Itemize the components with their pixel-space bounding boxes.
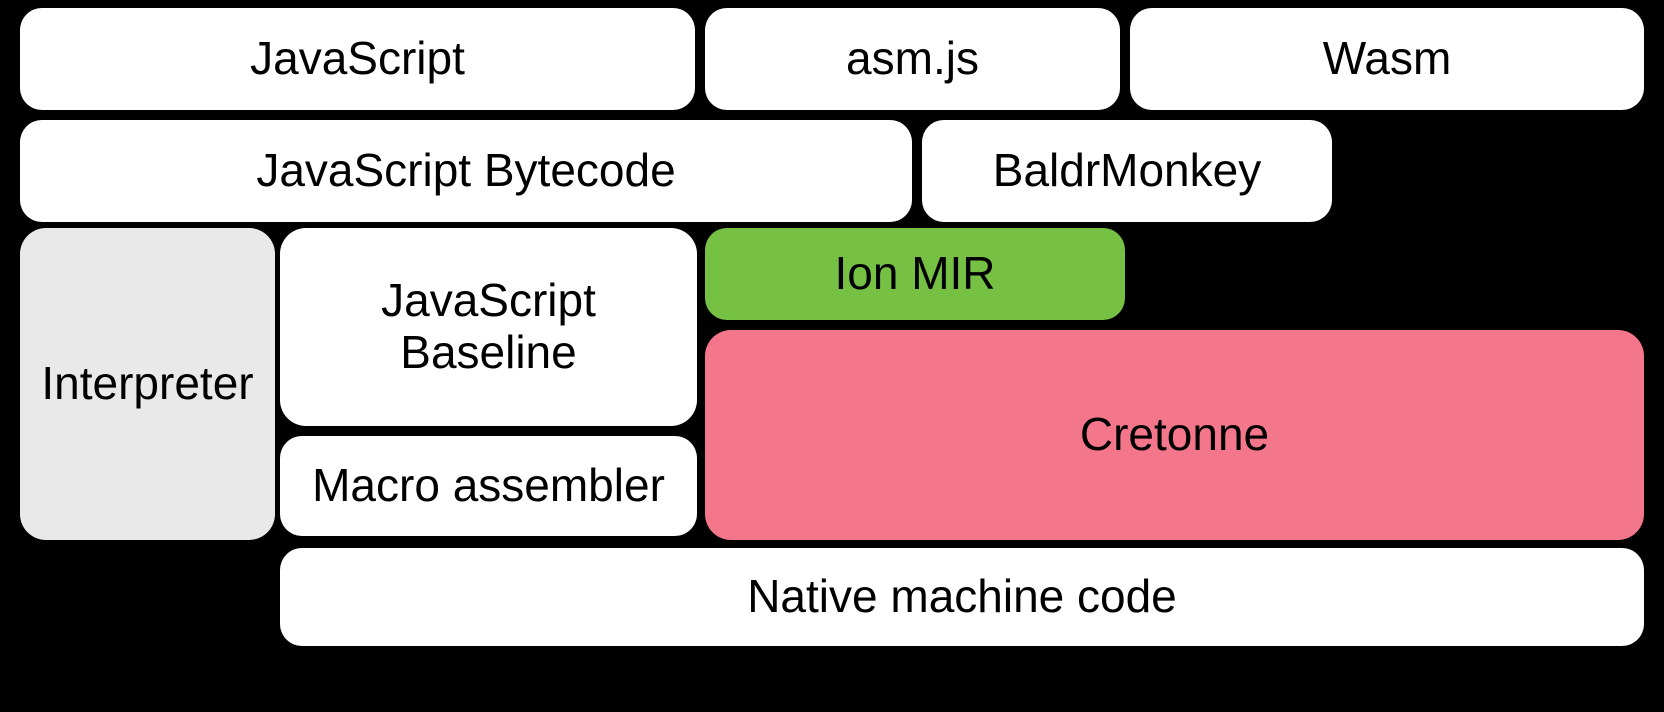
box-cretonne: Cretonne: [705, 330, 1644, 540]
box-interpreter: Interpreter: [20, 228, 275, 540]
box-javascript: JavaScript: [20, 8, 695, 110]
box-javascript-baseline: JavaScript Baseline: [280, 228, 697, 426]
box-macro-assembler: Macro assembler: [280, 436, 697, 536]
box-ion-mir: Ion MIR: [705, 228, 1125, 320]
box-baldrmonkey: BaldrMonkey: [922, 120, 1332, 222]
box-asm-js: asm.js: [705, 8, 1120, 110]
box-native-machine-code: Native machine code: [280, 548, 1644, 646]
box-wasm: Wasm: [1130, 8, 1644, 110]
box-javascript-bytecode: JavaScript Bytecode: [20, 120, 912, 222]
